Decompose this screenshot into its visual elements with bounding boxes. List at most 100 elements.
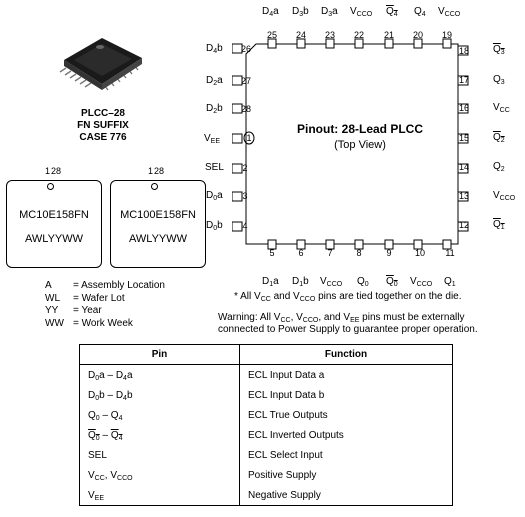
pin-number: 7 — [327, 248, 333, 258]
pin-number: 9 — [386, 248, 392, 258]
pin-cell: Q0 – Q4 — [88, 409, 123, 422]
pin-number: 20 — [412, 30, 423, 40]
pin-name-vcco: VCCO — [350, 6, 373, 18]
pin-name-d2a: D2a — [206, 75, 223, 87]
package-name: PLCC–28 — [81, 108, 125, 119]
pin-cell: Q0 – Q4 — [88, 429, 123, 442]
pin-number: 18 — [458, 46, 469, 56]
marking-pin-label-1: 1 — [148, 166, 154, 176]
pin-cell: VEE — [88, 489, 105, 502]
pin-name-vcco: VCCO — [493, 190, 516, 202]
pin-name-q0-inverted: Q0 — [386, 276, 398, 288]
pin-number: 27 — [240, 76, 251, 86]
pin1-dot — [47, 183, 54, 190]
function-cell: ECL True Outputs — [239, 405, 453, 425]
marking-pin-label-28: 28 — [51, 166, 62, 176]
pin-number: 11 — [445, 248, 455, 258]
pin-number: 1 — [246, 133, 252, 143]
pin-function-table: Pin Function D0a – D4a ECL Input Data a … — [79, 344, 453, 506]
pin-name-vcco: VCCO — [410, 276, 433, 288]
pin-name-q1-inverted: Q1 — [493, 219, 505, 231]
table-row: SEL ECL Select Input — [80, 445, 453, 465]
function-cell: ECL Input Data a — [239, 364, 453, 385]
pin-name-vcc: VCC — [493, 102, 510, 114]
pin-name-vee: VEE — [204, 133, 221, 145]
pinout-title: Pinout: 28-Lead PLCC (Top View) — [290, 122, 430, 151]
header-pin: Pin — [79, 344, 240, 365]
pin-name-d2b: D2b — [206, 103, 223, 115]
table-row: D0a – D4a ECL Input Data a — [80, 364, 453, 385]
pin-cell: SEL — [88, 449, 107, 461]
marking-legend: A= Assembly Location WL= Wafer Lot YY= Y… — [45, 280, 165, 330]
pin-number: 2 — [242, 163, 248, 173]
plcc-package-drawing — [59, 38, 142, 91]
date-code: AWLYYWW — [24, 233, 84, 245]
warning-note: Warning: All VCC, VCCO, and VEE pins mus… — [218, 312, 478, 335]
part-number: MC10E158FN — [19, 209, 89, 221]
table-header-row: Pin Function — [79, 344, 453, 365]
pin-number: 24 — [295, 30, 306, 40]
pin-number: 8 — [356, 248, 362, 258]
pin-number: 15 — [458, 133, 469, 143]
pin-name-q2-inverted: Q2 — [493, 132, 505, 144]
table-row: VEE Negative Supply — [80, 485, 453, 506]
pin-name-d0b: D0b — [206, 220, 223, 232]
pin-number: 6 — [298, 248, 304, 258]
pin-name-d3b: D3b — [292, 6, 309, 18]
function-cell: Positive Supply — [239, 465, 453, 485]
pin-number: 28 — [240, 104, 251, 114]
pin-number: 22 — [353, 30, 364, 40]
legend-row: A= Assembly Location — [45, 280, 165, 291]
pin-number: 12 — [458, 220, 469, 230]
table-row: VCC, VCCO Positive Supply — [80, 465, 453, 485]
pinout-title-text: Pinout: 28-Lead PLCC — [296, 122, 423, 136]
table-row: Q0 – Q4 ECL Inverted Outputs — [80, 425, 453, 445]
pin-name-d1b: D1b — [292, 276, 309, 288]
pin-name-sel: SEL — [205, 162, 224, 173]
pin-name-q3: Q3 — [493, 74, 505, 86]
pin-number: 5 — [269, 248, 275, 258]
pin-name-vcco: VCCO — [438, 6, 461, 18]
pin1-dot — [151, 183, 158, 190]
function-cell: ECL Input Data b — [239, 385, 453, 405]
marking-box: MC10E158FN AWLYYWW — [6, 180, 102, 268]
marking-pin-label-28: 28 — [154, 166, 165, 176]
pin-name-d1a: D1a — [262, 276, 279, 288]
legend-row: WW= Work Week — [45, 317, 133, 329]
pin-name-q4-inverted: Q4 — [386, 6, 398, 18]
pin-number: 4 — [242, 221, 248, 231]
pin-number: 26 — [240, 44, 251, 54]
pin-number: 16 — [458, 103, 469, 113]
package-case: CASE 776 — [79, 132, 127, 143]
package-suffix: FN SUFFIX — [77, 120, 129, 131]
pin-cell: D0b – D4b — [88, 389, 133, 402]
pin-cell: D0a – D4a — [88, 369, 133, 382]
pin-name-vcco: VCCO — [320, 276, 343, 288]
header-function: Function — [239, 344, 453, 365]
pinout-outline — [232, 38, 469, 250]
part-number: MC100E158FN — [120, 209, 196, 221]
pin-name-q3-inverted: Q3 — [493, 44, 505, 56]
pin-number: 10 — [414, 248, 425, 258]
pin-number: 19 — [441, 30, 452, 40]
pin-name-d4a: D4a — [262, 6, 279, 18]
function-cell: Negative Supply — [239, 485, 453, 506]
pin-number: 21 — [383, 30, 394, 40]
pin-name-d4b: D4b — [206, 43, 223, 55]
function-cell: ECL Inverted Outputs — [239, 425, 453, 445]
pin-name-q4: Q4 — [414, 6, 426, 18]
marking-pin-label-1: 1 — [45, 166, 51, 176]
function-cell: ECL Select Input — [239, 445, 453, 465]
pin-name-q0: Q0 — [357, 276, 369, 288]
tied-note: * All VCC and VCCO pins are tied togethe… — [234, 291, 462, 303]
marking-box: MC100E158FN AWLYYWW — [110, 180, 206, 268]
pin-name-d0a: D0a — [206, 190, 223, 202]
pin-cell: VCC, VCCO — [88, 469, 133, 482]
pin-name-q2: Q2 — [493, 161, 505, 173]
package-caption: PLCC–28 FN SUFFIX CASE 776 — [58, 108, 148, 144]
pin-number: 3 — [242, 191, 248, 201]
pin-number: 23 — [324, 30, 335, 40]
legend-row: WL= Wafer Lot — [45, 292, 125, 304]
legend-row: YY= Year — [45, 305, 102, 316]
table-row: Q0 – Q4 ECL True Outputs — [80, 405, 453, 425]
